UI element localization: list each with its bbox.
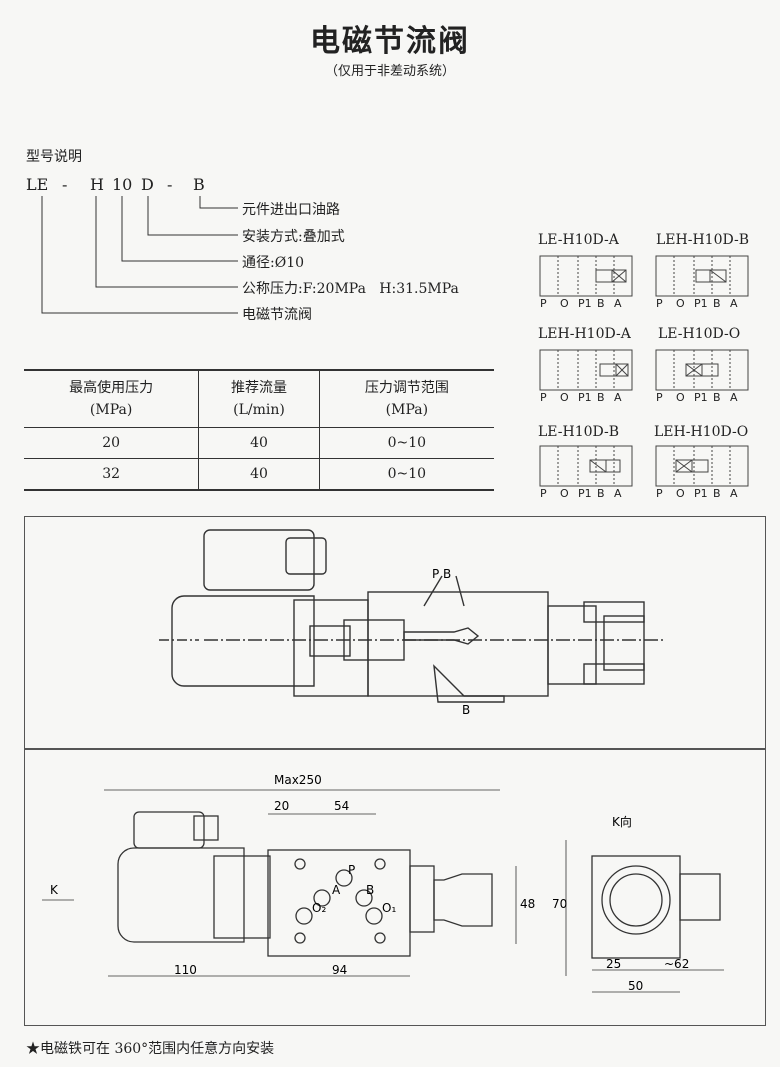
variant-port-label: B — [713, 391, 721, 404]
variant-port-label: O — [676, 391, 685, 404]
variant-symbols — [539, 255, 749, 487]
variant-port-label: O — [560, 391, 569, 404]
variant-port-label: O — [676, 487, 685, 500]
page-title: 电磁节流阀 — [310, 24, 470, 59]
spec-header-range: 压力调节范围(MPa) — [318, 370, 494, 428]
variant-port-label: P1 — [694, 487, 708, 500]
code-part-b: B — [193, 175, 205, 194]
variant-port-label: P — [656, 487, 663, 500]
dim-110: 110 — [174, 963, 197, 977]
code-desc-name: 电磁节流阀 — [242, 307, 312, 323]
dim-48: 48 — [520, 897, 535, 911]
model-code-heading: 型号说明 — [26, 149, 82, 165]
variant-port-label: P — [540, 297, 547, 310]
dim-54: 54 — [334, 799, 349, 813]
variant-port-label: P1 — [578, 487, 592, 500]
variant-label-5: LE-H10D-B — [538, 424, 620, 440]
table-row: 32 40 0~10 — [24, 458, 494, 491]
spec-table: 最高使用压力(MPa) 推荐流量(L/min) 压力调节范围(MPa) 20 4… — [24, 369, 494, 491]
variant-port-label: A — [614, 487, 622, 500]
k-view-label: K向 — [612, 814, 632, 829]
dim-94: 94 — [332, 963, 347, 977]
variant-port-label: O — [560, 487, 569, 500]
variant-port-label: P1 — [694, 391, 708, 404]
dim-25: 25 — [606, 957, 621, 971]
code-part-h: H — [90, 175, 104, 194]
code-desc-pressure: 公称压力:F:20MPa H:31.5MPa — [242, 281, 459, 297]
spec-header-max-pressure: 最高使用压力(MPa) — [24, 370, 199, 428]
port-p-label: P — [348, 863, 355, 877]
variant-port-label: A — [730, 487, 738, 500]
port-a-label: A — [332, 883, 341, 897]
port-o1-label: O₁ — [382, 901, 396, 915]
table-row: 20 40 0~10 — [24, 427, 494, 459]
code-part-dash1: - — [62, 175, 68, 194]
variant-port-label: P — [656, 391, 663, 404]
variant-port-label: A — [614, 391, 622, 404]
variant-port-label: O — [676, 297, 685, 310]
variant-port-label: B — [597, 487, 605, 500]
variant-port-label: P — [540, 487, 547, 500]
dim-20: 20 — [274, 799, 289, 813]
variant-port-label: A — [730, 297, 738, 310]
code-desc-ports: 元件进出口油路 — [242, 202, 340, 218]
dim-max: Max250 — [274, 773, 322, 787]
code-part-10: 10 — [112, 175, 133, 194]
outline-drawing: Max250 20 54 110 94 48 70 25 ~62 50 K K向… — [42, 773, 724, 993]
variant-port-label: A — [730, 391, 738, 404]
variant-label-2: LEH-H10D-B — [656, 232, 749, 248]
code-part-le: LE — [26, 175, 49, 194]
dim-62: ~62 — [664, 957, 689, 971]
section-view-frame — [24, 516, 766, 750]
dim-70: 70 — [552, 897, 567, 911]
variant-port-label: P1 — [578, 297, 592, 310]
section-drawing: P B B — [159, 529, 664, 717]
code-desc-diameter: 通径:Ø10 — [242, 255, 305, 271]
variant-port-label: A — [614, 297, 622, 310]
variant-port-label: B — [713, 487, 721, 500]
model-code-leader-lines — [41, 196, 238, 314]
code-part-dash2: - — [167, 175, 173, 194]
variant-port-label: O — [560, 297, 569, 310]
port-b-label: B — [366, 883, 374, 897]
spec-header-flow: 推荐流量(L/min) — [198, 370, 320, 428]
variant-port-label: B — [713, 297, 721, 310]
variant-port-label: P — [656, 297, 663, 310]
variant-port-label: B — [597, 297, 605, 310]
section-label-b: B — [462, 703, 470, 717]
variant-label-6: LEH-H10D-O — [654, 424, 749, 440]
dim-50: 50 — [628, 979, 643, 993]
section-label-pb: P B — [432, 567, 451, 581]
variant-port-label: P1 — [694, 297, 708, 310]
page-subtitle: （仅用于非差动系统） — [324, 64, 455, 79]
variant-port-label: P1 — [578, 391, 592, 404]
variant-port-label: B — [597, 391, 605, 404]
outline-view-frame — [24, 748, 766, 1026]
code-desc-mounting: 安装方式:叠加式 — [242, 229, 345, 245]
variant-label-4: LE-H10D-O — [658, 326, 741, 342]
variant-label-3: LEH-H10D-A — [538, 326, 631, 342]
variant-port-label: P — [540, 391, 547, 404]
code-part-d: D — [141, 175, 154, 194]
port-o2-label: O₂ — [312, 901, 326, 915]
k-arrow-label: K — [50, 883, 59, 897]
footnote: ★电磁铁可在 360°范围内任意方向安装 — [26, 1041, 275, 1057]
variant-label-1: LE-H10D-A — [538, 232, 619, 248]
